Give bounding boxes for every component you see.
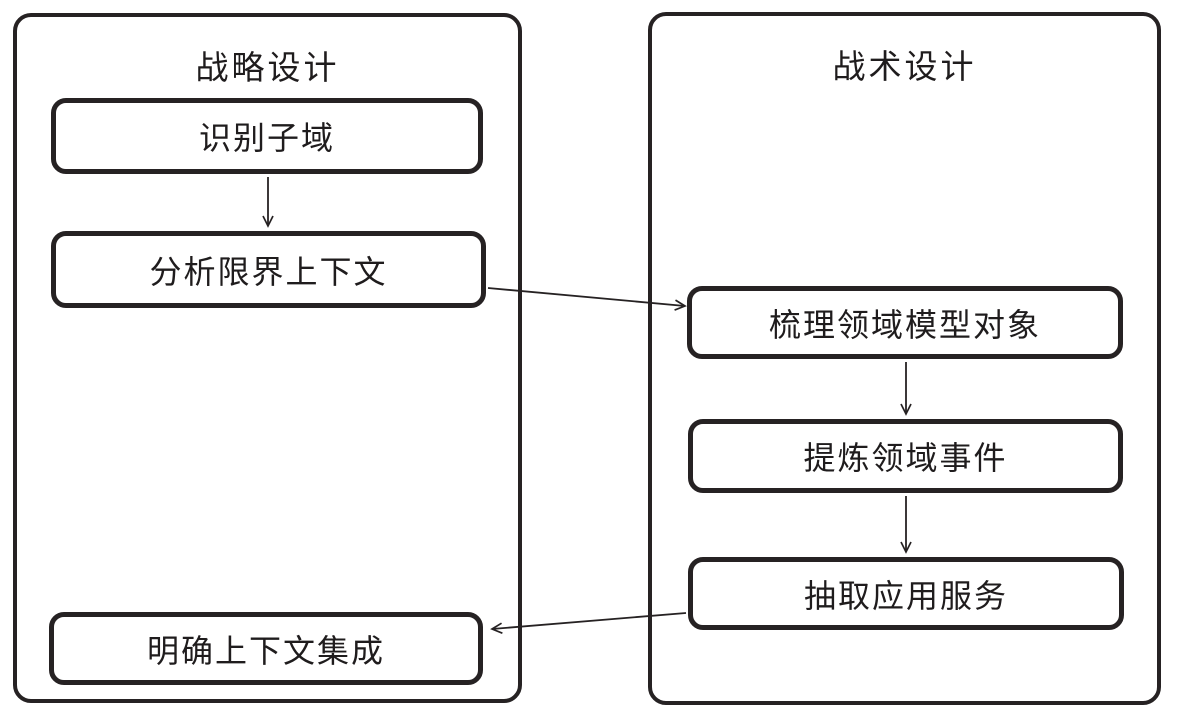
- tactical-panel-title: 战术设计: [832, 47, 977, 86]
- node-sort-domain-model-objects: 梳理领域模型对象: [687, 286, 1123, 359]
- node-refine-domain-events: 提炼领域事件: [688, 419, 1123, 493]
- node-extract-application-services: 抽取应用服务: [688, 557, 1124, 630]
- node-analyze-bounded-contexts: 分析限界上下文: [51, 231, 486, 308]
- node-identify-subdomains: 识别子域: [51, 98, 483, 174]
- strategic-panel-title: 战略设计: [195, 48, 340, 87]
- node-clarify-context-integration: 明确上下文集成: [49, 612, 483, 685]
